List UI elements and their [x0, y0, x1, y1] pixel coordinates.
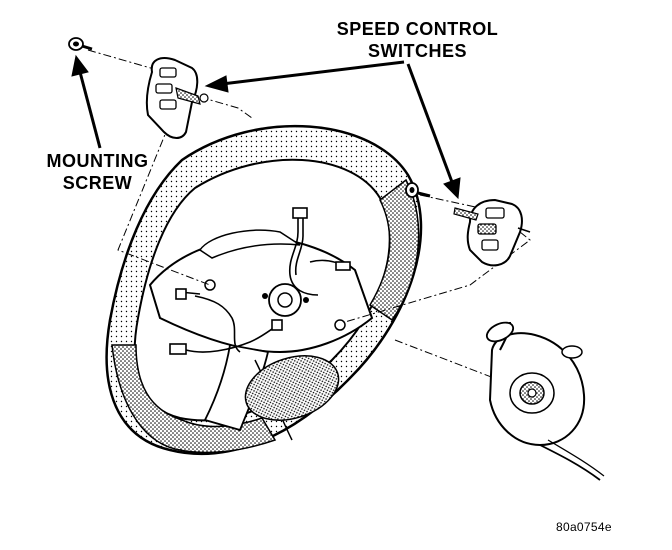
figure-id: 80a0754e [556, 520, 612, 534]
speed-control-label-line2: SWITCHES [367, 41, 467, 61]
mounting-screw-label-line2: SCREW [62, 173, 133, 193]
wiring-harness [169, 207, 351, 355]
speed-control-switches-label: SPEED CONTROL SWITCHES [330, 18, 505, 62]
mounting-screw-label-line1: MOUNTING [46, 151, 149, 171]
leader-arrows [71, 54, 461, 200]
speed-control-switch-right [453, 198, 531, 267]
clockspring-assembly [485, 321, 605, 481]
speed-control-label-line1: SPEED CONTROL [336, 19, 499, 39]
speed-control-switch-left [145, 57, 209, 139]
mounting-screw-top [68, 37, 93, 51]
mounting-screw-right [405, 182, 431, 198]
steering-wheel-hub [148, 229, 374, 441]
mounting-screw-label: MOUNTING SCREW [40, 150, 155, 194]
